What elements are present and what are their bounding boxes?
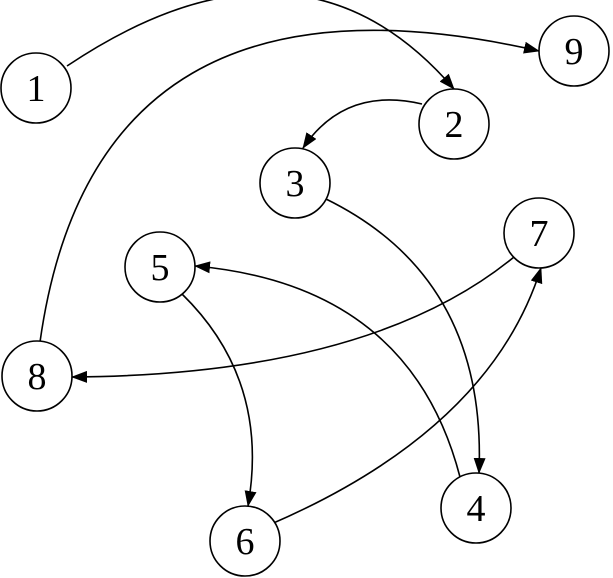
- node-6: 6: [209, 505, 281, 577]
- edge-8-to-9: [39, 29, 540, 343]
- node-circle: [259, 147, 331, 219]
- node-label: 5: [151, 247, 170, 289]
- edge-2-to-3: [302, 99, 423, 149]
- edge-5-to-6: [181, 293, 257, 507]
- node-5: 5: [124, 231, 196, 303]
- node-circle: [1, 340, 73, 412]
- node-3: 3: [259, 147, 331, 219]
- node-circle: [418, 88, 490, 160]
- edge-7-to-8: [71, 256, 515, 383]
- node-circle: [124, 231, 196, 303]
- node-label: 1: [27, 68, 46, 110]
- node-label: 4: [467, 488, 486, 530]
- edge-3-to-4: [325, 198, 486, 474]
- edge-1-to-2: [66, 0, 455, 90]
- node-circle: [440, 472, 512, 544]
- node-circle: [503, 197, 575, 269]
- node-label: 3: [286, 163, 305, 205]
- edge-6-to-7: [268, 267, 543, 526]
- node-1: 1: [0, 52, 72, 124]
- edges-layer: [39, 0, 543, 526]
- nodes-layer: 1 2 3 4 5 6 7 8 9: [0, 15, 610, 577]
- edge-4-to-5: [194, 261, 461, 478]
- node-8: 8: [1, 340, 73, 412]
- node-9: 9: [538, 15, 610, 87]
- node-circle: [538, 15, 610, 87]
- node-label: 6: [236, 521, 255, 563]
- node-label: 8: [28, 356, 47, 398]
- node-circle: [209, 505, 281, 577]
- node-4: 4: [440, 472, 512, 544]
- node-7: 7: [503, 197, 575, 269]
- node-label: 2: [445, 104, 464, 146]
- node-2: 2: [418, 88, 490, 160]
- node-label: 9: [565, 31, 584, 73]
- node-circle: [0, 52, 72, 124]
- node-label: 7: [530, 213, 549, 255]
